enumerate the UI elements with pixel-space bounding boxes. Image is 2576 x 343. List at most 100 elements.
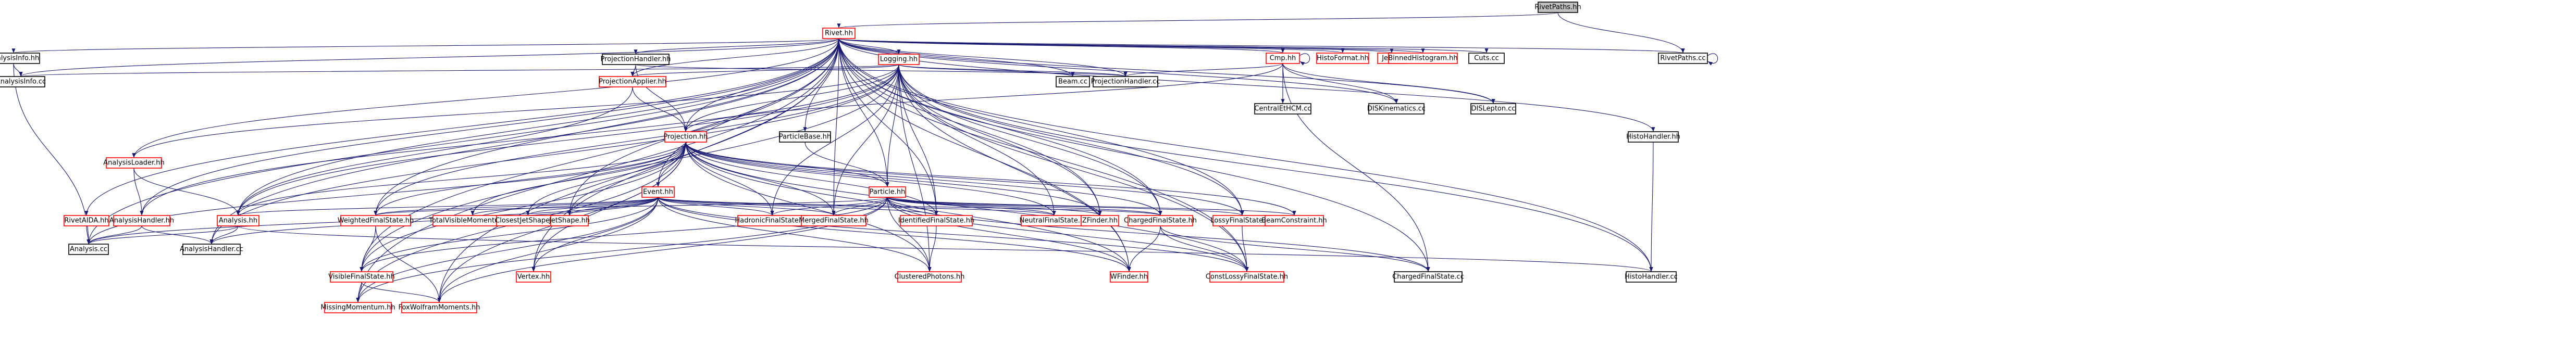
edge-rivet-hh-to-weightedfinalstate-hh	[374, 38, 839, 216]
node-vertex-hh: Vertex.hh	[516, 271, 551, 283]
node-analysishandler-hh: AnalysisHandler.hh	[109, 215, 174, 226]
node-rivetpaths-cc: RivetPaths.cc	[1658, 53, 1708, 64]
edge-rivet-hh-to-projectionapplier-hh	[630, 38, 839, 77]
node-label: HadronicFinalState.hh	[735, 217, 810, 225]
node-label: Projection.hh	[664, 133, 708, 141]
edge-chargedfinalstate-hh-to-constlossyfinalstate-hh	[1160, 225, 1249, 272]
node-box	[1266, 53, 1300, 64]
edge-visiblefinalstate-hh-to-foxwolframmoments-hh	[361, 282, 441, 303]
edge-particle-hh-to-hadronicfinalstate-hh	[770, 197, 888, 216]
node-identifiedfinalstate-hh: IdentifiedFinalState.hh	[898, 215, 974, 226]
node-label: DISKinematics.cc	[1367, 105, 1426, 113]
node-analysis-cc: Analysis.cc	[68, 244, 109, 255]
edge-visiblefinalstate-hh-to-missingmomentum-hh	[356, 282, 362, 303]
edge-logging-hh-to-analysis-hh	[236, 64, 899, 216]
node-binnedhistogram-hh: BinnedHistogram.hh	[1388, 53, 1458, 64]
edge-analysisloader-hh-to-analysis-hh	[133, 168, 240, 216]
node-analysis-hh: Analysis.hh	[217, 215, 259, 226]
edge-logging-hh-to-histohandler-cc	[898, 64, 1653, 272]
edge-rivet-hh-to-analysishandler-cc	[209, 38, 839, 245]
edge-event-hh-to-totalvisiblemomentum-hh	[470, 197, 659, 216]
edge-rivetpaths-cc-to-rivetpaths-cc	[1707, 53, 1718, 66]
node-box	[1254, 103, 1311, 115]
edge-event-hh-to-neutralfinalstate-hh	[658, 197, 1056, 216]
edge-cmp-hh-to-diskinematics-cc	[1282, 63, 1398, 104]
edge-particlebase-hh-to-particle-hh	[804, 142, 889, 187]
node-label: MissingMomentum.hh	[320, 304, 395, 312]
node-beam-cc: Beam.cc	[1056, 76, 1090, 87]
edge-projection-hh-to-chargedfinalstate-hh	[685, 142, 1162, 216]
node-label: WFinder.hh	[1110, 273, 1148, 281]
edge-layer	[12, 12, 1718, 303]
edge-analysishandler-hh-to-analysishandler-cc	[141, 225, 214, 245]
edge-logging-hh-to-chargedfinalstate-hh	[898, 64, 1162, 216]
edge-rivet-hh-to-logging-hh	[838, 38, 901, 55]
node-box	[0, 53, 40, 64]
node-box	[1081, 215, 1119, 226]
node-label: HistoHandler.cc	[1625, 273, 1678, 281]
edge-particle-hh-to-identifiedfinalstate-hh	[887, 197, 938, 216]
node-label: RivetPaths.cc	[1660, 55, 1705, 62]
edge-rivet-hh-to-beam-cc	[838, 38, 1075, 77]
node-dislepton-cc: DISLepton.cc	[1470, 103, 1516, 115]
edge-projection-hh-to-jetshape-hh	[567, 142, 686, 216]
node-box	[1538, 2, 1578, 13]
node-box	[324, 302, 392, 313]
edge-rivet-hh-to-identifiedfinalstate-hh	[838, 38, 938, 216]
node-histohandler-cc: HistoHandler.cc	[1625, 271, 1678, 283]
edge-rivet-hh-to-cuts-cc	[838, 38, 1488, 54]
edge-analysishandler-hh-to-analysis-cc	[86, 225, 142, 245]
node-box	[900, 215, 973, 226]
node-label: BeamConstraint.hh	[1261, 217, 1327, 225]
node-box	[869, 186, 906, 198]
node-label: HistoFormat.hh	[1317, 55, 1369, 62]
edge-rivet-hh-to-constlossyfinalstate-hh	[838, 38, 1249, 272]
node-label: Vertex.hh	[517, 273, 550, 281]
edge-lossyfinalstate-hh-to-constlossyfinalstate-hh	[1242, 225, 1249, 272]
node-label: CentralEtHCM.cc	[1254, 105, 1311, 113]
edge-particle-hh-to-constlossyfinalstate-hh	[887, 197, 1249, 272]
node-mergedfinalstate-hh: MergedFinalState.hh	[799, 215, 869, 226]
node-label: IdentifiedFinalState.hh	[898, 217, 974, 225]
edge-logging-hh-to-neutralfinalstate-hh	[898, 64, 1056, 216]
edge-event-hh-to-missingmomentum-hh	[356, 197, 659, 303]
node-analysishandler-cc: AnalysisHandler.cc	[180, 244, 243, 255]
node-box	[1394, 271, 1463, 283]
node-chargedfinalstate-cc: ChargedFinalState.cc	[1392, 271, 1464, 283]
node-event-hh: Event.hh	[641, 186, 675, 198]
edge-rivet-hh-to-rivetpaths-cc	[838, 38, 1685, 54]
node-label: ClosestJetShape.hh	[495, 217, 561, 225]
node-label: ProjectionHandler.cc	[1091, 78, 1160, 86]
edge-cmp-hh-to-cmp-hh	[1299, 53, 1310, 66]
node-label: JetShape.hh	[549, 217, 590, 225]
node-chargedfinalstate-hh: ChargedFinalState.hh	[1124, 215, 1197, 226]
edge-event-hh-to-weightedfinalstate-hh	[374, 197, 659, 216]
edge-event-hh-to-wfinder-hh	[658, 197, 1131, 272]
node-totalvisiblemomentum-hh: TotalVisibleMomentum.hh	[428, 215, 516, 226]
edge-logging-hh-to-particle-hh	[885, 64, 899, 187]
edge-rivet-hh-to-mergedfinalstate-hh	[832, 38, 839, 216]
node-label: WeightedFinalState.hh	[338, 217, 414, 225]
edge-rivet-hh-to-rivetaida-hh	[84, 38, 839, 216]
node-box	[599, 76, 666, 87]
edge-rivet-hh-to-histohandler-cc	[838, 38, 1653, 272]
edge-event-hh-to-foxwolframmoments-hh	[437, 197, 659, 303]
node-box	[1658, 53, 1708, 64]
node-particle-hh: Particle.hh	[869, 186, 906, 198]
edge-rivet-hh-to-chargedfinalstate-cc	[838, 38, 1430, 272]
edge-rivet-hh-to-analysishandler-hh	[140, 38, 839, 216]
node-analysisinfo-hh: AnalysisInfo.hh	[0, 53, 40, 64]
edge-rivet-hh-to-diskinematics-cc	[838, 38, 1398, 104]
node-zfinder-hh: ZFinder.hh	[1081, 215, 1119, 226]
edge-projection-hh-to-constlossyfinalstate-hh	[685, 142, 1249, 272]
edge-logging-hh-to-analysishandler-cc	[209, 64, 899, 245]
node-closestjetshape-hh: ClosestJetShape.hh	[495, 215, 561, 226]
node-missingmomentum-hh: MissingMomentum.hh	[320, 302, 395, 313]
edge-event-hh-to-closestjetshape-hh	[526, 197, 659, 216]
node-label: NeutralFinalState.hh	[1020, 217, 1089, 225]
node-clusteredphotons-hh: ClusteredPhotons.hh	[895, 271, 964, 283]
node-analysisinfo-cc: AnalysisInfo.cc	[0, 76, 46, 87]
edge-logging-hh-to-projectionhandler-cc	[898, 64, 1128, 77]
node-logging-hh: Logging.hh	[878, 54, 920, 65]
node-label: AnalysisLoader.hh	[103, 159, 165, 167]
